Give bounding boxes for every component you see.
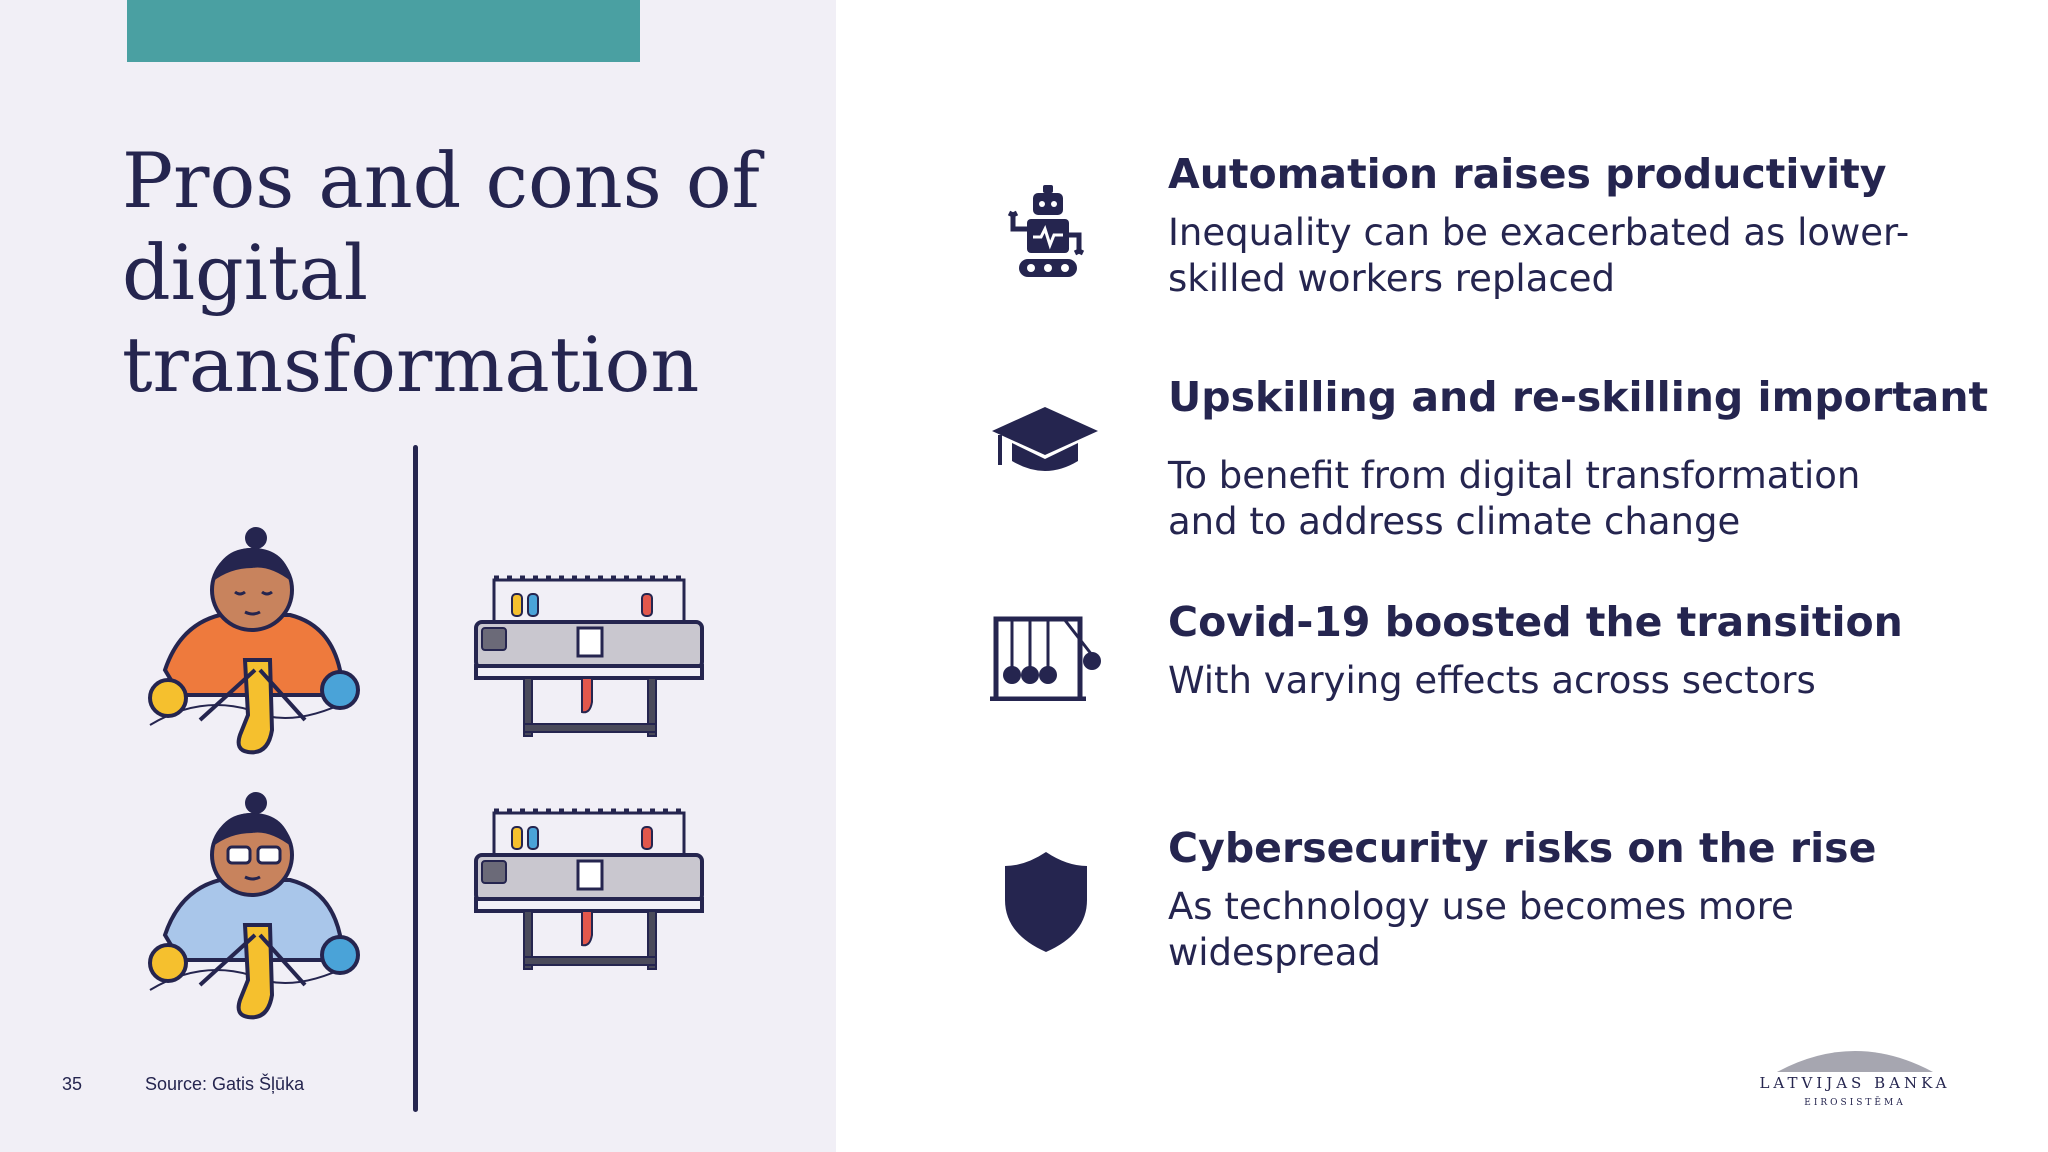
item-heading: Cybersecurity risks on the rise (1168, 824, 1877, 872)
slide-title: Pros and cons of digital transformation (122, 136, 760, 409)
newtons-cradle-icon (990, 616, 1101, 701)
item-text: To benefit from digital transformation a… (1168, 454, 1861, 543)
logo-subtitle: EIROSISTĒMA (1804, 1098, 1906, 1108)
knitting-woman-illustration (148, 527, 360, 755)
item-heading: Covid-19 boosted the transition (1168, 598, 1903, 646)
accent-bar (127, 0, 640, 62)
source-note: Source: Gatis Šļūka (145, 1074, 305, 1094)
logo-arc-icon (1777, 1051, 1933, 1072)
robot-icon (1007, 185, 1085, 277)
item-heading: Automation raises productivity (1168, 150, 1887, 198)
graduation-cap-icon (992, 407, 1098, 471)
vertical-divider (413, 445, 418, 1112)
item-text: Inequality can be exacerbated as lower- … (1168, 211, 1910, 300)
item-text: With varying effects across sectors (1168, 659, 1816, 702)
left-panel (0, 0, 836, 1152)
item-automation: Automation raises productivity Inequalit… (1168, 148, 1998, 302)
logo-name: LATVIJAS BANKA (1759, 1074, 1951, 1092)
knitting-machine-illustration (474, 808, 704, 970)
knitting-woman-glasses-illustration (148, 792, 360, 1020)
item-heading: Upskilling and re-skilling important (1168, 373, 1989, 421)
shield-icon (1005, 852, 1087, 952)
item-cybersecurity: Cybersecurity risks on the rise As techn… (1168, 822, 1998, 976)
latvijas-banka-logo: LATVIJAS BANKA EIROSISTĒMA (1755, 1040, 1955, 1120)
item-upskilling: Upskilling and re-skilling important To … (1168, 371, 1998, 545)
item-text: As technology use becomes more widesprea… (1168, 885, 1794, 974)
item-covid: Covid-19 boosted the transition With var… (1168, 596, 1998, 704)
page-number: 35 (62, 1074, 83, 1094)
knitting-machine-illustration (474, 575, 704, 737)
